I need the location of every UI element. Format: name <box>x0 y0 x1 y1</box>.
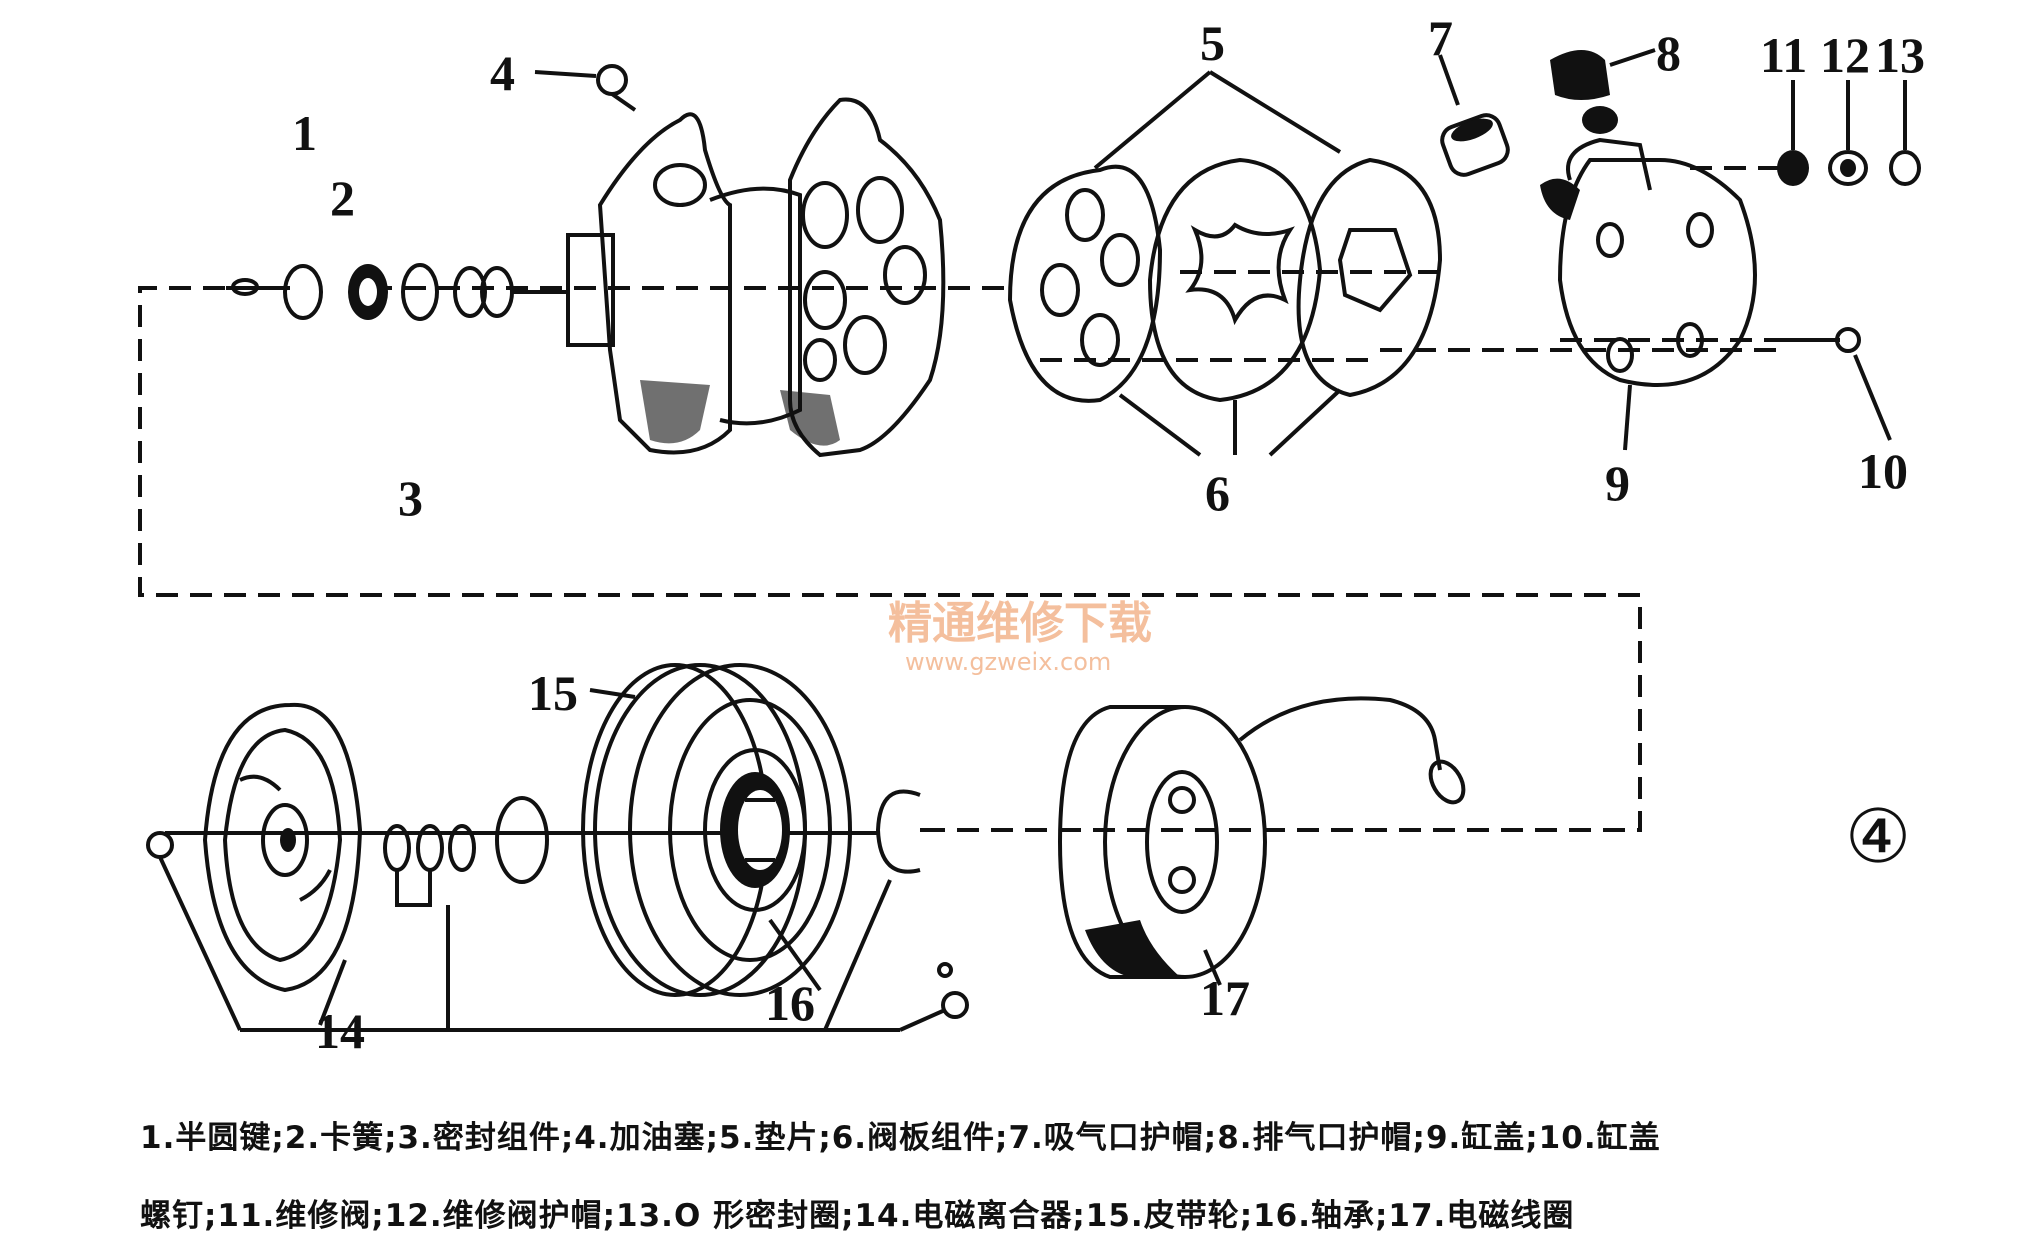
label-7: 7 <box>1428 10 1453 66</box>
label-13: 13 <box>1875 27 1925 83</box>
watermark: 精通维修下载 www.gzweix.com <box>888 598 1152 676</box>
figure-marker-circle: ④ <box>1845 794 1911 880</box>
label-3: 3 <box>398 470 423 526</box>
label-4: 4 <box>490 45 515 101</box>
watermark-title: 精通维修下载 <box>888 598 1152 649</box>
label-5: 5 <box>1200 15 1225 71</box>
label-17: 17 <box>1200 970 1250 1026</box>
label-6: 6 <box>1205 465 1230 521</box>
pulley <box>581 663 852 997</box>
label-2: 2 <box>330 170 355 226</box>
half-round-key <box>226 278 290 296</box>
watermark-url: www.gzweix.com <box>905 648 1111 676</box>
caption-line-2: 螺钉;11.维修阀;12.维修阀护帽;13.O 形密封圈;14.电磁离合器;15… <box>140 1198 1575 1234</box>
discharge-port-cap <box>1550 48 1656 100</box>
label-11: 11 <box>1760 27 1807 83</box>
seal-assembly-rings <box>283 263 570 321</box>
label-1: 1 <box>292 105 317 161</box>
cylinder-head-bolt <box>1780 327 1892 441</box>
label-9: 9 <box>1605 455 1630 511</box>
oil-fill-plug <box>534 64 637 112</box>
label-15: 15 <box>528 665 578 721</box>
valve-plate-assembly <box>1007 70 1443 457</box>
label-16: 16 <box>765 975 815 1031</box>
bearing-snap-ring <box>768 789 969 1032</box>
electromagnetic-clutch <box>146 702 900 1032</box>
label-14: 14 <box>315 1003 365 1059</box>
service-valve-parts <box>1777 80 1921 186</box>
electromagnetic-coil <box>1057 696 1466 986</box>
part-number-labels: 1 2 3 4 5 6 7 8 9 10 11 12 13 14 15 16 1… <box>292 10 1925 1059</box>
caption-line-1: 1.半圆键;2.卡簧;3.密封组件;4.加油塞;5.垫片;6.阀板组件;7.吸气… <box>140 1120 1661 1156</box>
label-12: 12 <box>1820 27 1870 83</box>
cylinder-head <box>1540 106 1757 451</box>
label-8: 8 <box>1656 25 1681 81</box>
figure-marker: ④ <box>1845 794 1911 880</box>
compressor-body <box>566 97 946 458</box>
assembly-guide-lines <box>138 166 1780 835</box>
suction-port-cap <box>1438 54 1510 177</box>
label-10: 10 <box>1858 443 1908 499</box>
